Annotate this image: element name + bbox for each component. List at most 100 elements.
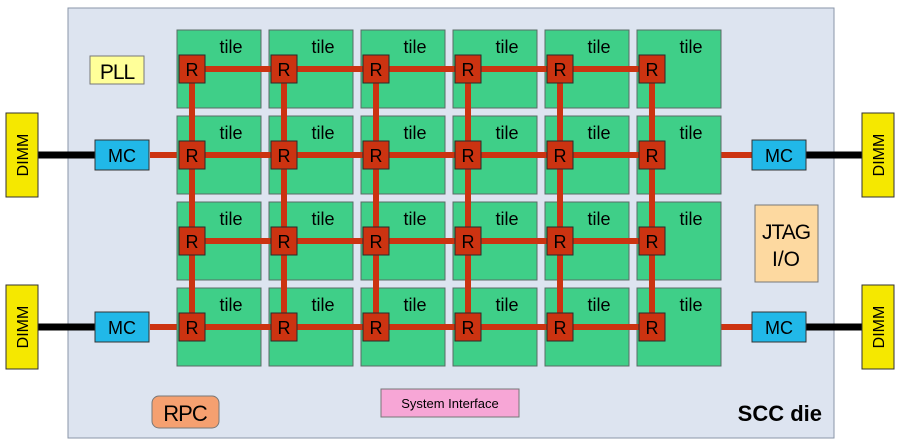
router-label: R (186, 318, 199, 338)
dimm-right (861, 112, 895, 198)
tile-label: tile (495, 123, 518, 143)
pll-block: PLL (89, 55, 145, 85)
dimm-label: DIMM (871, 306, 888, 349)
router (454, 226, 482, 256)
tile-label: tile (311, 209, 334, 229)
tile-label: tile (495, 37, 518, 57)
tile-label: tile (679, 123, 702, 143)
router (546, 226, 574, 256)
router (178, 54, 206, 84)
router-label: R (462, 318, 475, 338)
router-label: R (278, 146, 291, 166)
router-label: R (554, 318, 567, 338)
memory-controllers: MC MC MC MC (94, 139, 807, 343)
dimm-right (861, 284, 895, 370)
dimm-label: DIMM (15, 306, 32, 349)
router (546, 54, 574, 84)
router-label: R (554, 60, 567, 80)
tile-label: tile (403, 209, 426, 229)
router (638, 54, 666, 84)
tile-label: tile (587, 209, 610, 229)
router (270, 140, 298, 170)
tile-label: tile (311, 295, 334, 315)
tile-label: tile (679, 37, 702, 57)
tile-label: tile (219, 123, 242, 143)
die-label: SCC die (738, 401, 822, 426)
tile-label: tile (311, 37, 334, 57)
tile-label: tile (219, 209, 242, 229)
router (270, 226, 298, 256)
tile-label: tile (219, 295, 242, 315)
tile-label: tile (679, 295, 702, 315)
router-grid: R R R R R R R R R R R R R R R R R R R R R R R R (178, 54, 666, 342)
router-label: R (278, 60, 291, 80)
jtag-io-block: JTAG I/O (754, 204, 819, 283)
router-label: R (186, 60, 199, 80)
router-label: R (186, 232, 199, 252)
mc-label: MC (765, 146, 793, 166)
tile-label: tile (311, 123, 334, 143)
router-label: R (646, 146, 659, 166)
tile-label: tile (403, 37, 426, 57)
tile-label: tile (587, 295, 610, 315)
tile-label: tile (403, 123, 426, 143)
router-label: R (646, 318, 659, 338)
router-label: R (462, 146, 475, 166)
router-label: R (278, 232, 291, 252)
router (178, 312, 206, 342)
router (454, 140, 482, 170)
tile-label: tile (587, 37, 610, 57)
router (270, 312, 298, 342)
router (638, 312, 666, 342)
tile-label: tile (679, 209, 702, 229)
dimm-label: DIMM (871, 134, 888, 177)
memory-controller-right (751, 311, 807, 343)
router (546, 312, 574, 342)
router-label: R (554, 232, 567, 252)
router-label: R (646, 60, 659, 80)
router-label: R (370, 232, 383, 252)
memory-controller-left (94, 311, 150, 343)
router-label: R (462, 60, 475, 80)
router (362, 54, 390, 84)
tile-label: tile (219, 37, 242, 57)
router-label: R (186, 146, 199, 166)
mc-label: MC (108, 318, 136, 338)
rpc-label: RPC (163, 401, 208, 426)
router-label: R (370, 60, 383, 80)
router (362, 140, 390, 170)
router-label: R (370, 146, 383, 166)
tile-label: tile (403, 295, 426, 315)
router (270, 54, 298, 84)
router-label: R (278, 318, 291, 338)
router (362, 312, 390, 342)
dimm-modules: DIMM DIMM DIMM DIMM (5, 112, 895, 370)
router (546, 140, 574, 170)
tile-label: tile (587, 123, 610, 143)
router-label: R (462, 232, 475, 252)
tile-label: tile (495, 209, 518, 229)
router (178, 226, 206, 256)
router (454, 54, 482, 84)
jtag-label: JTAG (762, 221, 810, 244)
system-interface-block: System Interface (380, 388, 520, 418)
dimm-left (5, 112, 39, 198)
router-label: R (554, 146, 567, 166)
system-interface-label: System Interface (401, 396, 499, 411)
router (638, 226, 666, 256)
dimm-left (5, 284, 39, 370)
router-label: R (646, 232, 659, 252)
memory-controller-left (94, 139, 150, 171)
mc-label: MC (108, 146, 136, 166)
router (362, 226, 390, 256)
router (178, 140, 206, 170)
router (638, 140, 666, 170)
mc-label: MC (765, 318, 793, 338)
io-label: I/O (772, 248, 800, 271)
router-label: R (370, 318, 383, 338)
rpc-block: RPC (151, 395, 220, 429)
dimm-label: DIMM (15, 134, 32, 177)
tile-label: tile (495, 295, 518, 315)
router (454, 312, 482, 342)
